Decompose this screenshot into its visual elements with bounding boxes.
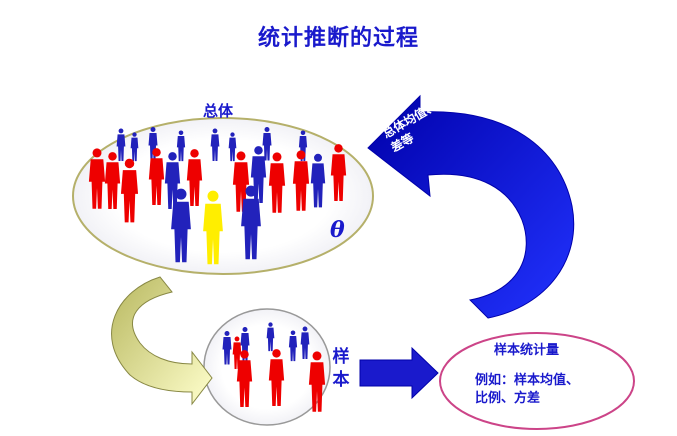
parameter-theta: θ <box>330 217 345 243</box>
olive-curved-arrow <box>111 276 213 406</box>
population-label: 总体 <box>203 102 234 120</box>
blue-straight-arrow <box>359 346 439 400</box>
statistic-title: 样本统计量 <box>494 343 560 358</box>
statistic-ellipse <box>439 332 635 430</box>
diagram-title: 统计推断的过程 <box>257 26 419 51</box>
sample-label: 样 本 <box>332 347 350 390</box>
blue-feedback-arrow <box>367 94 575 319</box>
statistic-example: 例如：样本均值、比例、方差 <box>475 373 580 407</box>
